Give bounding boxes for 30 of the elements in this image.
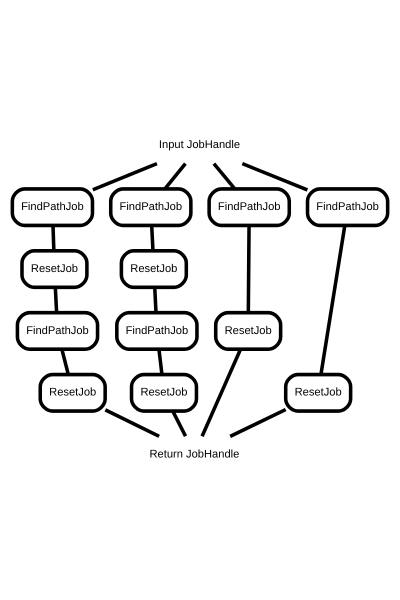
node-text: Return JobHandle — [150, 448, 240, 461]
connector — [92, 162, 158, 192]
node-box: FindPathJob — [108, 187, 193, 228]
node-text: Input JobHandle — [158, 139, 240, 152]
connector — [319, 225, 347, 375]
connector — [164, 162, 187, 190]
node-box: ResetJob — [284, 372, 352, 413]
node-box: ResetJob — [38, 372, 107, 413]
connector — [51, 225, 56, 251]
connector — [150, 225, 155, 251]
node-box: ResetJob — [130, 372, 198, 413]
connector — [212, 162, 236, 190]
connector — [54, 287, 58, 313]
connector — [152, 287, 158, 313]
node-box: FindPathJob — [115, 310, 199, 351]
connector — [157, 349, 164, 375]
node-box: FindPathJob — [16, 310, 100, 351]
connector — [60, 348, 70, 375]
connector — [200, 348, 242, 437]
connector — [242, 162, 308, 192]
node-box: FindPathJob — [10, 187, 94, 228]
node-box: ResetJob — [120, 249, 188, 290]
connector — [171, 410, 188, 437]
connector — [104, 408, 160, 438]
node-box: ResetJob — [214, 310, 282, 351]
node-box: FindPathJob — [306, 187, 390, 228]
connector — [246, 226, 251, 313]
node-box: ResetJob — [20, 249, 89, 290]
node-box: FindPathJob — [207, 187, 292, 228]
connector — [229, 408, 286, 438]
